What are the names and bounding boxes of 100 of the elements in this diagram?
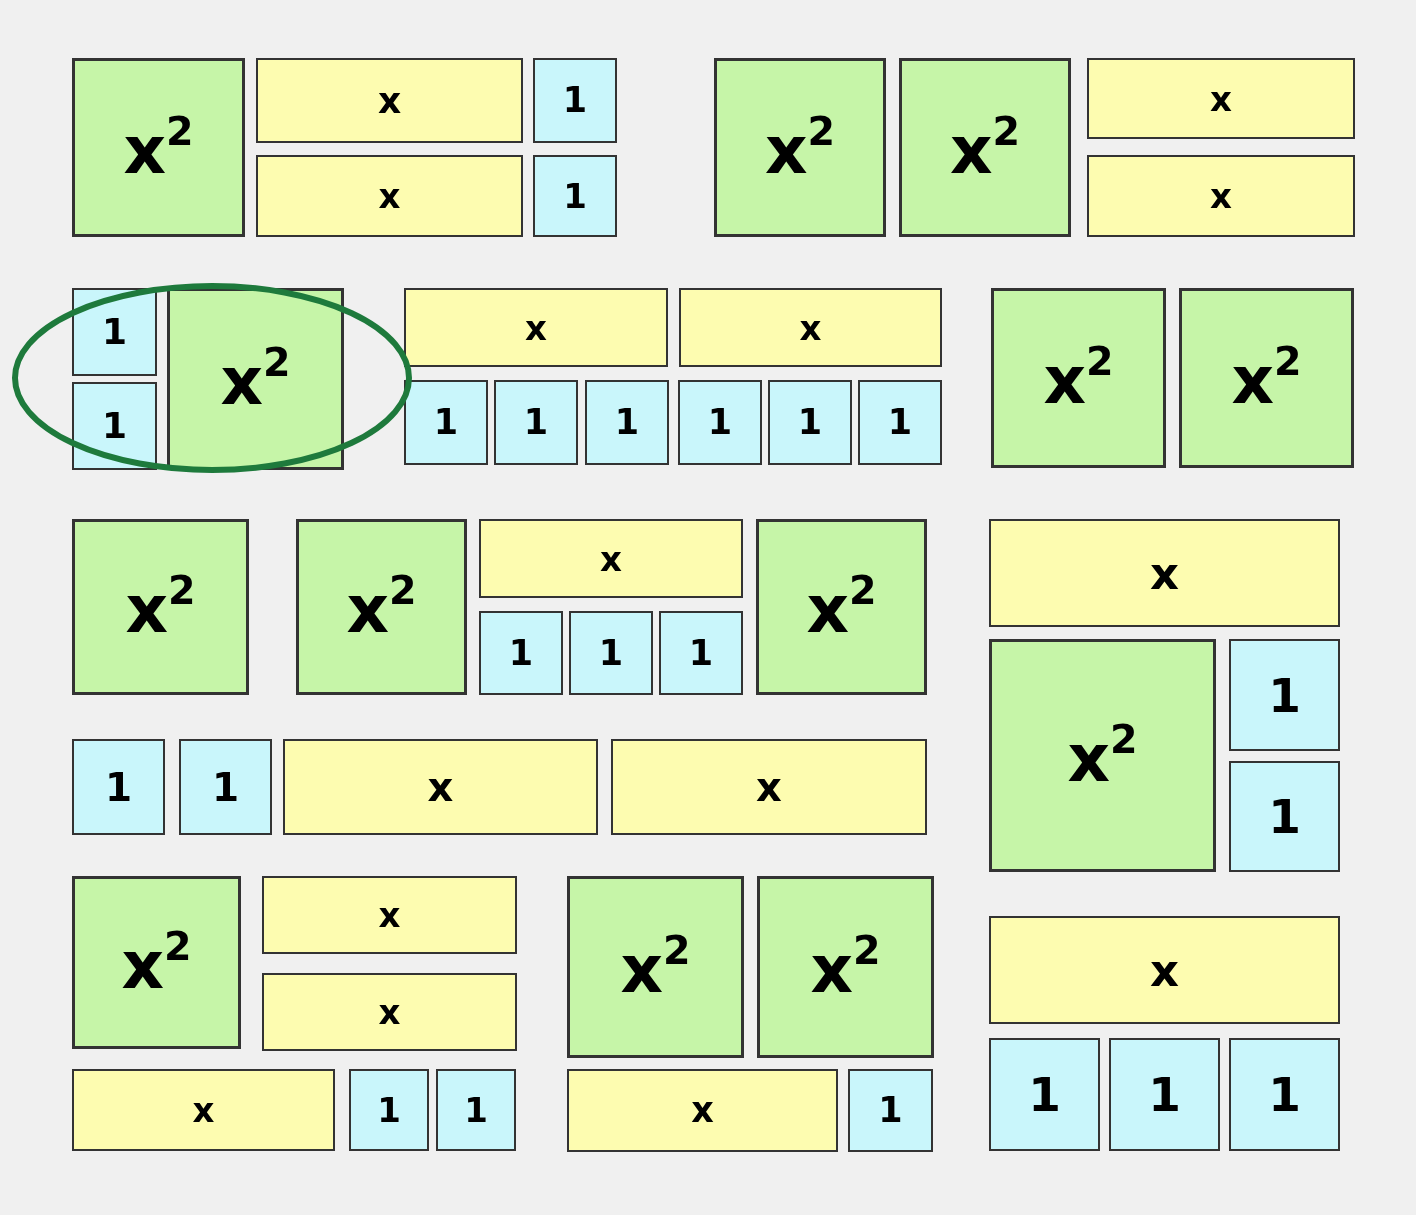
tile-label: x$^{2}$ — [806, 571, 877, 643]
unit-tile — [659, 611, 743, 695]
x-tile — [989, 916, 1340, 1024]
tile-label: x — [192, 1093, 215, 1127]
tile-label: 1 — [1268, 793, 1301, 840]
tile-label: 1 — [211, 767, 240, 807]
tile-label: 1 — [101, 314, 128, 350]
tile-label: x — [756, 767, 782, 807]
unit-tile — [1229, 639, 1340, 751]
tile-label: 1 — [377, 1093, 401, 1127]
tile-label: x$^{2}$ — [346, 571, 417, 643]
tile-label: x — [691, 1093, 714, 1128]
tile-label: 1 — [1268, 671, 1301, 719]
x-squared-tile — [757, 876, 934, 1058]
unit-tile — [533, 155, 617, 237]
x-tile — [479, 519, 743, 598]
x-squared-tile — [991, 288, 1166, 468]
tile-label: 1 — [887, 405, 913, 440]
unit-tile — [848, 1069, 933, 1152]
tile-label: x — [378, 179, 401, 213]
tile-label: x — [1210, 179, 1232, 213]
tile-label: x — [525, 310, 547, 345]
tile-label: x — [378, 898, 401, 932]
unit-tile — [1229, 761, 1340, 872]
x-squared-tile — [989, 639, 1216, 872]
unit-tile — [1229, 1038, 1340, 1151]
unit-tile — [179, 739, 272, 835]
tile-label: 1 — [688, 635, 714, 671]
x-squared-tile — [567, 876, 744, 1058]
tile-label: 1 — [563, 179, 587, 213]
tile-label: 1 — [1268, 1071, 1301, 1118]
tile-label: x — [799, 310, 822, 345]
tile-label: 1 — [614, 405, 640, 440]
unit-tile — [569, 611, 653, 695]
x-tile — [1087, 58, 1355, 139]
unit-tile — [989, 1038, 1100, 1151]
tile-label: 1 — [1148, 1071, 1181, 1118]
tile-label: x$^{2}$ — [1067, 719, 1138, 792]
unit-tile — [72, 739, 165, 835]
x-tile — [611, 739, 927, 835]
x-tile — [256, 155, 523, 237]
unit-tile — [494, 380, 578, 465]
unit-tile — [585, 380, 669, 465]
unit-tile — [858, 380, 942, 465]
tile-label: x$^{2}$ — [764, 111, 836, 184]
x-tile — [679, 288, 942, 367]
tile-label: x — [1150, 947, 1179, 993]
tile-label: 1 — [562, 83, 588, 118]
x-tile — [262, 876, 517, 954]
x-squared-tile — [899, 58, 1071, 237]
tile-label: x — [378, 995, 401, 1029]
tile-label: x$^{2}$ — [125, 571, 196, 643]
x-tile — [567, 1069, 838, 1152]
x-tile — [262, 973, 517, 1051]
tile-label: 1 — [508, 635, 534, 671]
tile-label: 1 — [433, 405, 459, 440]
tile-label: x — [377, 82, 402, 119]
tile-label: 1 — [598, 635, 624, 671]
x-tile — [1087, 155, 1355, 237]
x-squared-tile — [1179, 288, 1354, 468]
tile-label: x$^{2}$ — [1043, 342, 1114, 414]
x-squared-tile — [714, 58, 886, 237]
unit-tile — [72, 382, 157, 470]
x-squared-tile — [72, 876, 241, 1049]
unit-tile — [72, 288, 157, 376]
tile-label: 1 — [878, 1093, 903, 1128]
unit-tile — [479, 611, 563, 695]
tile-label: x — [1150, 550, 1179, 596]
unit-tile — [768, 380, 852, 465]
tile-label: x$^{2}$ — [220, 343, 291, 415]
unit-tile — [404, 380, 488, 465]
x-squared-tile — [756, 519, 927, 695]
tile-label: x — [600, 541, 622, 576]
x-tile — [989, 519, 1340, 627]
x-squared-tile — [167, 288, 344, 470]
tile-label: x$^{2}$ — [620, 931, 691, 1003]
tile-label: x$^{2}$ — [949, 111, 1021, 184]
x-squared-tile — [72, 519, 249, 695]
unit-tile — [436, 1069, 516, 1151]
x-squared-tile — [72, 58, 245, 237]
unit-tile — [533, 58, 617, 143]
x-tile — [256, 58, 523, 143]
tile-label: 1 — [104, 767, 133, 807]
tile-label: 1 — [101, 408, 128, 444]
tile-label: 1 — [464, 1093, 488, 1127]
tile-label: x$^{2}$ — [1231, 342, 1302, 414]
tile-label: x — [427, 767, 454, 807]
tile-label: 1 — [797, 405, 823, 440]
x-tile — [72, 1069, 335, 1151]
unit-tile — [1109, 1038, 1220, 1151]
x-squared-tile — [296, 519, 467, 695]
tile-label: 1 — [523, 405, 549, 440]
tile-label: 1 — [707, 405, 733, 440]
tile-label: x — [1210, 81, 1232, 116]
x-tile — [283, 739, 598, 835]
unit-tile — [678, 380, 762, 465]
tile-label: x$^{2}$ — [123, 111, 194, 184]
tile-label: x$^{2}$ — [121, 926, 192, 999]
unit-tile — [349, 1069, 429, 1151]
tile-label: 1 — [1028, 1071, 1061, 1118]
